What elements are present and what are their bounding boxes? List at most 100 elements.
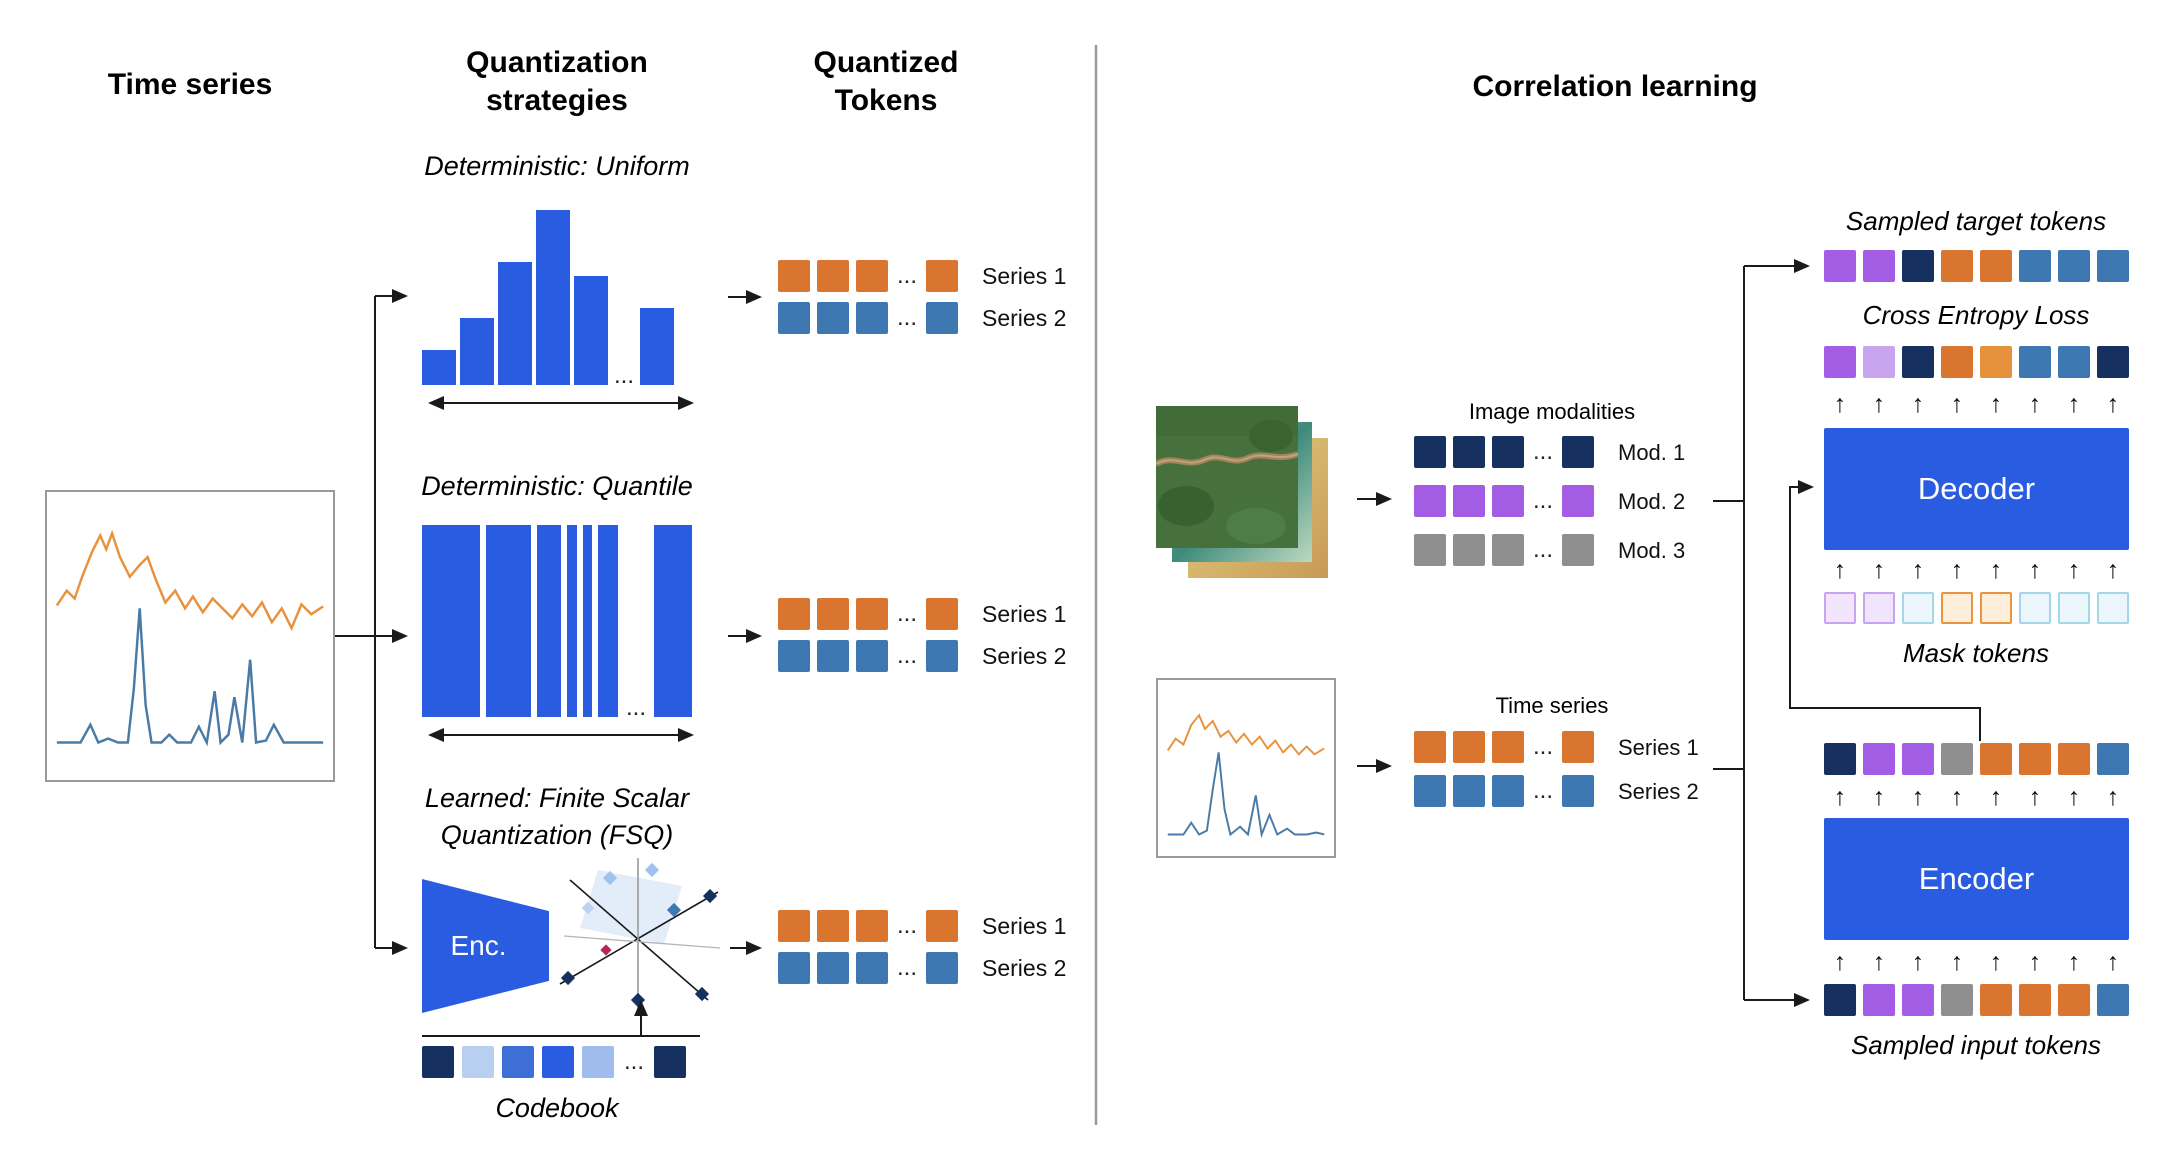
mod3-token-row: ...	[1414, 534, 1594, 566]
ellipsis: ...	[623, 1048, 644, 1075]
navy-token	[1902, 346, 1934, 378]
token-row-series1: ...	[778, 598, 958, 630]
mask-orange-token	[1980, 592, 2012, 624]
purple-light-token	[1863, 346, 1895, 378]
orange-token	[856, 910, 888, 942]
mod2-token-row: ...	[1414, 485, 1594, 517]
purple-token	[1562, 485, 1594, 517]
navy-token	[1562, 436, 1594, 468]
up-arrow-icon: ↑	[1833, 783, 1847, 811]
encoder-trapezoid: Enc.	[422, 879, 549, 1013]
up-arrow-icon: ↑	[1833, 556, 1847, 584]
quantile-bar	[654, 525, 692, 717]
orange-series-line	[1166, 713, 1325, 756]
ellipsis: ...	[1532, 438, 1553, 465]
column-title-quantization-strategies: Quantization strategies	[466, 46, 648, 117]
navy-token	[2097, 346, 2129, 378]
orange-token	[817, 598, 849, 630]
navy-token	[1902, 250, 1934, 282]
gray-token	[1941, 743, 1973, 775]
strategy-label-quantile: Deterministic: Quantile	[421, 471, 693, 501]
decoder-output-arrows: ↑↑↑↑↑↑↑↑	[1824, 386, 2129, 422]
up-arrow-icon: ↑	[2106, 783, 2120, 811]
steel-token	[2058, 346, 2090, 378]
gray-token	[1492, 534, 1524, 566]
time-series-plot-small	[1156, 678, 1336, 858]
mask-token-row	[1824, 592, 2129, 624]
series1-label: Series 1	[982, 913, 1067, 939]
series2-label: Series 2	[982, 643, 1067, 669]
orange-token	[926, 598, 958, 630]
orange-token	[778, 260, 810, 292]
mask-lav-token	[1863, 592, 1895, 624]
orange-token	[1453, 731, 1485, 763]
token-row-series2: ...	[778, 640, 958, 672]
orange-token	[817, 260, 849, 292]
time-series-plot	[45, 490, 335, 782]
codebook-row: ...	[422, 1046, 686, 1078]
up-arrow-icon: ↑	[2028, 390, 2042, 418]
steel-token	[778, 302, 810, 334]
orange-token	[856, 598, 888, 630]
up-arrow-icon: ↑	[1833, 390, 1847, 418]
purple-token	[1453, 485, 1485, 517]
fsq-diamond-navy	[694, 986, 710, 1002]
histogram-bar	[422, 350, 456, 385]
ts-series2-label: Series 2	[1618, 779, 1699, 804]
series1-label: Series 1	[982, 601, 1067, 627]
ellipsis: ...	[896, 600, 917, 627]
steel-token	[2058, 250, 2090, 282]
enc-label: Enc.	[450, 930, 507, 961]
orange-token	[1941, 250, 1973, 282]
steel-token	[817, 952, 849, 984]
purple-token	[1863, 984, 1895, 1016]
steel-token	[2019, 250, 2051, 282]
satellite-image-front	[1156, 406, 1298, 548]
gray-token	[1941, 984, 1973, 1016]
orange-token	[1562, 731, 1594, 763]
histogram-bar	[460, 318, 494, 385]
mid-blue-token	[502, 1046, 534, 1078]
up-arrow-icon: ↑	[1911, 783, 1925, 811]
steel-token	[2097, 984, 2129, 1016]
series2-label: Series 2	[982, 955, 1067, 981]
blue-series-line	[56, 608, 324, 747]
mod1-label: Mod. 1	[1618, 440, 1686, 465]
series1-label: Series 1	[982, 263, 1067, 289]
up-arrow-icon: ↑	[2067, 556, 2081, 584]
up-arrow-icon: ↑	[1989, 556, 2003, 584]
quantile-bar	[486, 525, 531, 717]
up-arrow-icon: ↑	[2106, 948, 2120, 976]
fsq-diamond-lightblue	[602, 870, 618, 886]
steel-token	[2097, 250, 2129, 282]
orange-token	[2058, 984, 2090, 1016]
purple-token	[1492, 485, 1524, 517]
up-arrow-icon: ↑	[1872, 783, 1886, 811]
mask-cyan-token	[1902, 592, 1934, 624]
image-modalities-label: Image modalities	[1468, 399, 1636, 424]
codebook-label: Codebook	[495, 1093, 619, 1123]
mask-lav-token	[1824, 592, 1856, 624]
orange-token	[926, 910, 958, 942]
purple-token	[1902, 984, 1934, 1016]
steel-token	[1492, 775, 1524, 807]
fsq-axis-line-gray	[563, 935, 721, 949]
ellipsis: ...	[896, 912, 917, 939]
token-row-series1: ...	[778, 910, 958, 942]
steel-token	[778, 952, 810, 984]
ts-series1-label: Series 1	[1618, 735, 1699, 760]
purple-token	[1414, 485, 1446, 517]
ellipsis: ...	[896, 304, 917, 331]
steel-token	[2097, 743, 2129, 775]
purple-token	[1863, 250, 1895, 282]
up-arrow-icon: ↑	[2028, 783, 2042, 811]
histogram-bar	[574, 276, 608, 385]
token-row-series2: ...	[778, 302, 958, 334]
fsq-lattice-plot	[559, 858, 721, 1014]
mod2-label: Mod. 2	[1618, 489, 1686, 514]
purple-token	[1902, 743, 1934, 775]
orange-token	[2019, 984, 2051, 1016]
steel-token	[856, 952, 888, 984]
decoder-input-arrows: ↑↑↑↑↑↑↑↑	[1824, 552, 2129, 588]
blue-series-line	[1167, 752, 1325, 839]
